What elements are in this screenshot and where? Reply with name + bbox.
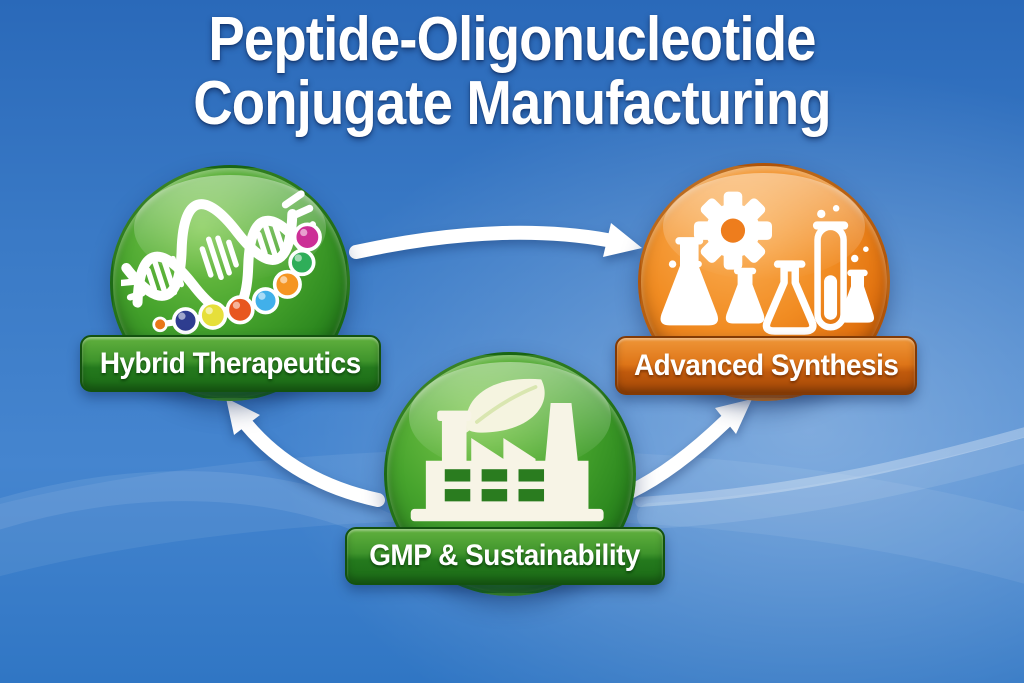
gmp-sustainability-label: GMP & Sustainability: [345, 527, 665, 585]
title-line-1: Peptide-Oligonucleotide: [208, 5, 816, 74]
gear-icon: [693, 191, 773, 270]
factory-leaf-icon: [410, 378, 604, 522]
advanced-synthesis-label-text: Advanced Synthesis: [633, 348, 899, 382]
gmp-to-synthesis-arrow: [623, 399, 752, 499]
gear-flasks-icon: [660, 191, 875, 335]
hybrid-to-synthesis-arrow: [349, 223, 642, 259]
gmp-to-hybrid-arrow: [226, 398, 385, 507]
title-line-2: Conjugate Manufacturing: [193, 69, 831, 138]
hybrid-therapeutics-label: Hybrid Therapeutics: [80, 335, 381, 392]
dna-helix-beads-icon: [121, 190, 322, 335]
page-title: Peptide-Oligonucleotide Conjugate Manufa…: [0, 8, 1024, 136]
leaf-icon: [450, 378, 545, 435]
factory-windows: [444, 469, 545, 502]
hybrid-therapeutics-label-text: Hybrid Therapeutics: [100, 346, 361, 380]
bead-chain: [152, 221, 322, 335]
gmp-sustainability-circle: [384, 352, 636, 596]
advanced-synthesis-label: Advanced Synthesis: [615, 336, 917, 395]
gmp-sustainability-label-text: GMP & Sustainability: [369, 539, 641, 572]
